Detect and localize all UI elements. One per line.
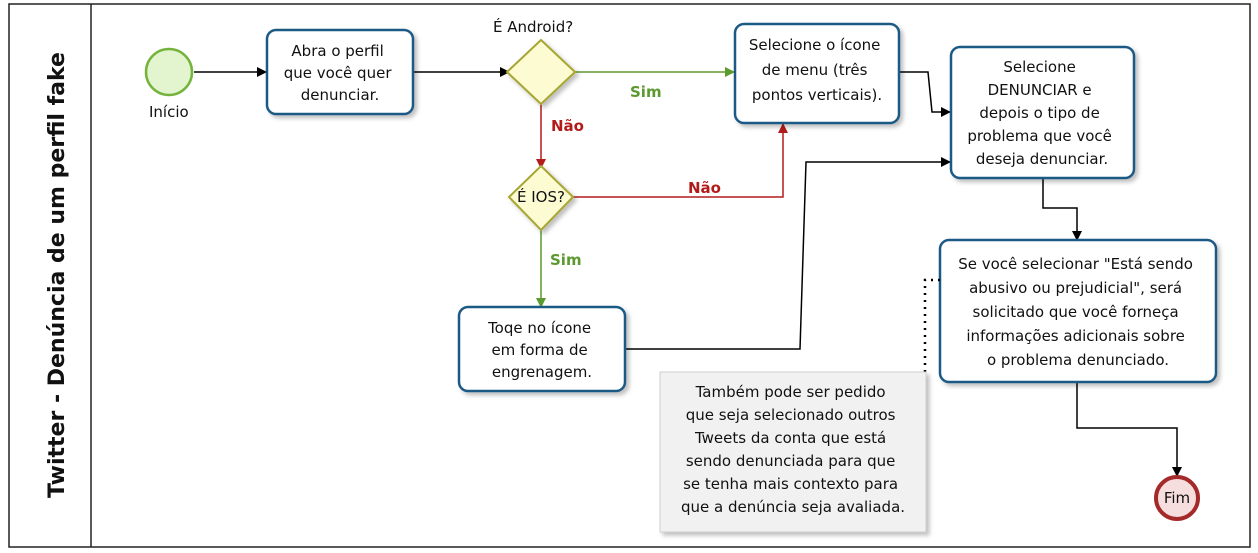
flow-label-ios-sim: Sim (550, 251, 582, 269)
flow-label-ios-nao: Não (688, 179, 721, 197)
start-event-label: Início (149, 103, 189, 121)
task-selecione-menu (733, 22, 901, 125)
gateway-android-diamond (505, 38, 577, 106)
text-annotation-text: Também pode ser pedido que seja selecion… (681, 383, 905, 516)
task-abra-perfil (265, 28, 415, 116)
flow-menu-to-denunciar (900, 71, 951, 117)
gateway-ios-diamond (507, 164, 575, 232)
task-selecione-denunciar (949, 45, 1136, 180)
annotation-association (923, 278, 940, 372)
pool-title: Twitter - Denúncia de um perfil fake (45, 52, 70, 498)
task-abra-perfil-text: Abra o perfil que você quer denunciar. (284, 42, 397, 104)
start-event-icon (144, 47, 194, 97)
task-abusivo-prejudicial (938, 238, 1218, 384)
flow-label-android-sim: Sim (630, 83, 662, 101)
gateway-ios-label: É IOS? (517, 187, 565, 206)
text-annotation (659, 371, 927, 533)
task-toque-engrenagem-text: Toqe no ícone em forma de engrenagem. (487, 319, 596, 381)
task-selecione-denunciar-text: Selecione DENUNCIAR e depois o tipo de p… (967, 58, 1116, 168)
task-selecione-menu-text: Selecione o ícone de menu (três pontos v… (749, 36, 885, 104)
end-event-label: Fim (1164, 489, 1190, 507)
flow-engrenagem-to-denunciar (626, 157, 951, 350)
task-abusivo-prejudicial-text: Se você selecionar "Está sendo abusivo o… (958, 255, 1198, 369)
flow-label-android-nao: Não (551, 117, 584, 135)
end-event-icon (1154, 475, 1200, 521)
gateway-android-label: É Android? (493, 17, 573, 36)
sequence-flows (194, 67, 1182, 477)
flow-abusivo-to-fim (1076, 383, 1182, 477)
flow-ios-nao (573, 123, 788, 198)
flow-denunciar-to-abusivo (1042, 178, 1082, 241)
task-toque-engrenagem (457, 305, 627, 393)
